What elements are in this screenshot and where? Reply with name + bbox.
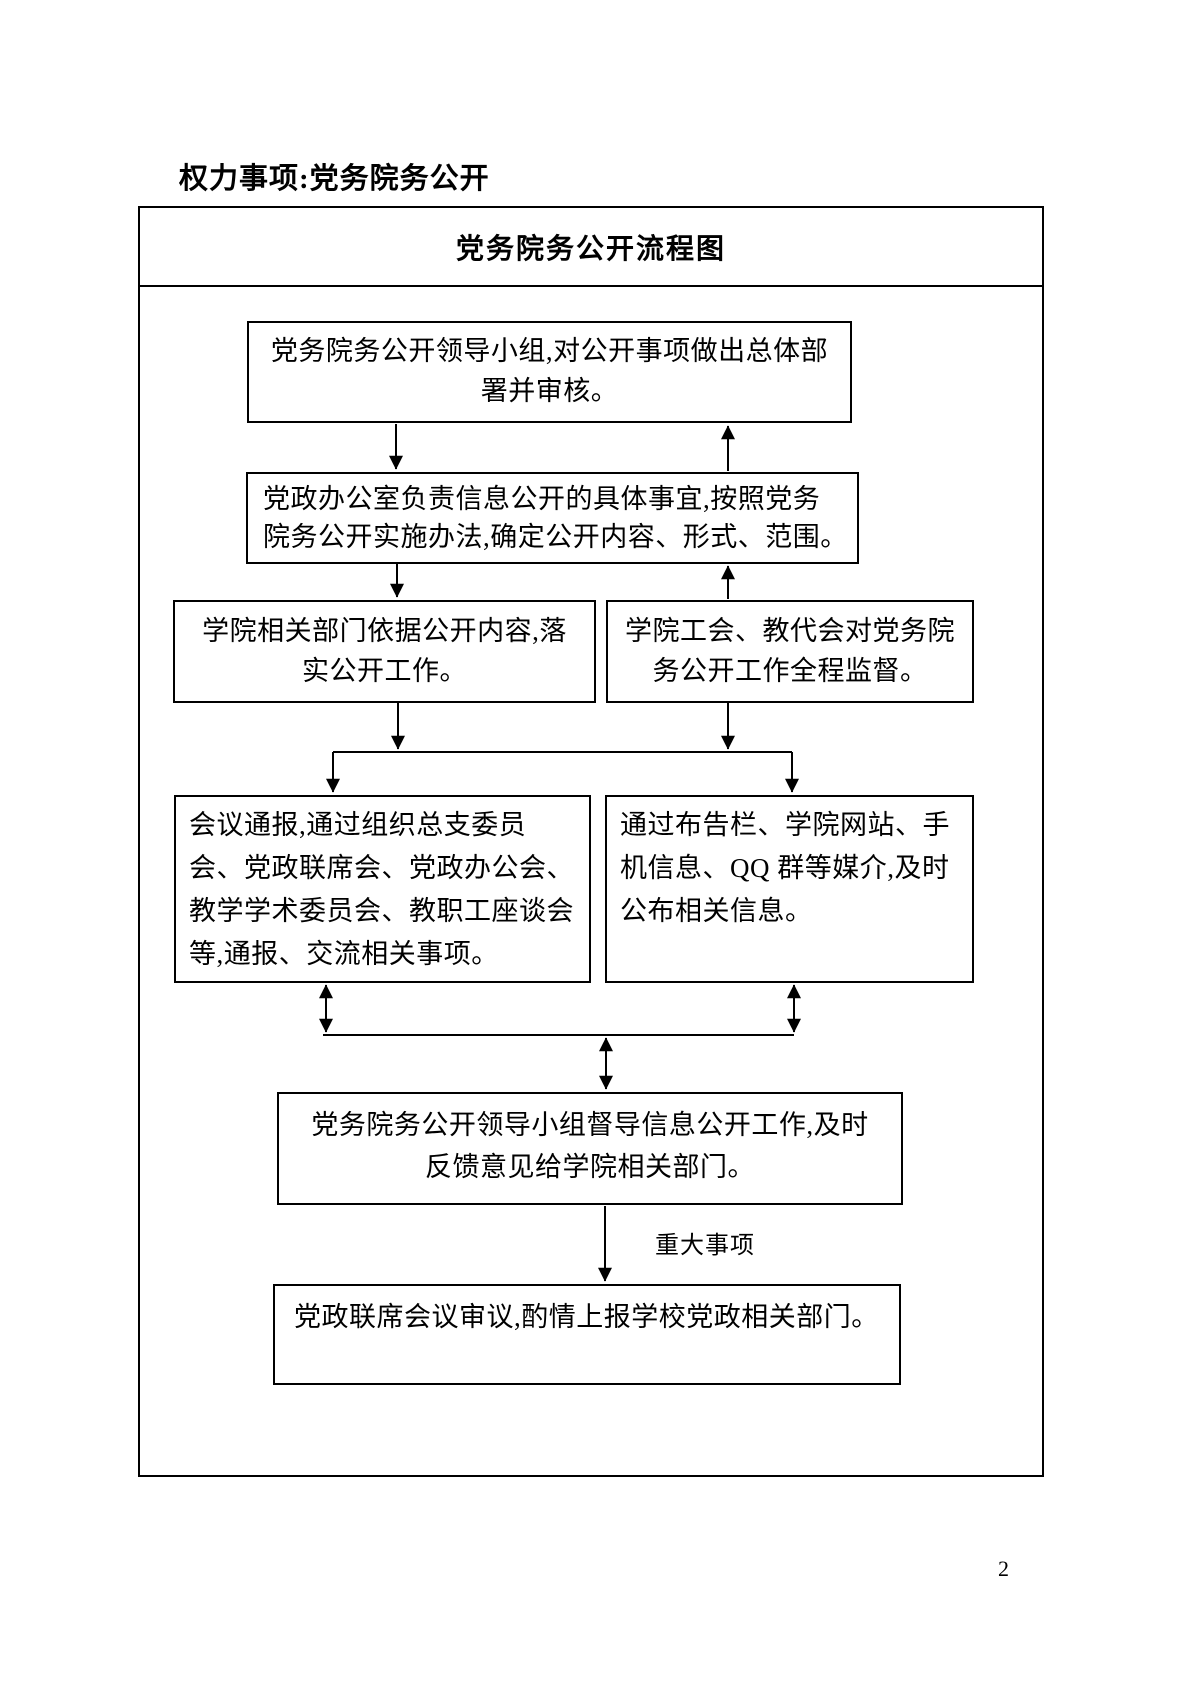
node-union-congress: 学院工会、教代会对党务院 务公开工作全程监督。 bbox=[606, 600, 974, 703]
flowchart-frame: 党务院务公开流程图 bbox=[138, 206, 1044, 1477]
page-heading: 权力事项:党务院务公开 bbox=[179, 163, 490, 195]
edge-label-major-matters: 重大事项 bbox=[655, 1233, 755, 1259]
node-meeting-report: 会议通报,通过组织总支委员 会、党政联席会、党政办公会、 教学学术委员会、教职工… bbox=[174, 795, 591, 983]
flowchart-title-row: 党务院务公开流程图 bbox=[140, 208, 1042, 287]
node-departments: 学院相关部门依据公开内容,落 实公开工作。 bbox=[173, 600, 596, 703]
node-media-release: 通过布告栏、学院网站、手 机信息、QQ 群等媒介,及时 公布相关信息。 bbox=[605, 795, 974, 983]
flowchart-title: 党务院务公开流程图 bbox=[455, 233, 726, 265]
node-office: 党政办公室负责信息公开的具体事宜,按照党务 院务公开实施办法,确定公开内容、形式… bbox=[246, 472, 859, 564]
node-leader-group: 党务院务公开领导小组,对公开事项做出总体部 署并审核。 bbox=[247, 321, 852, 423]
node-joint-review: 党政联席会议审议,酌情上报学校党政相关部门。 bbox=[273, 1284, 901, 1385]
page-number: 2 bbox=[998, 1556, 1009, 1581]
node-supervise-feedback: 党务院务公开领导小组督导信息公开工作,及时 反馈意见给学院相关部门。 bbox=[277, 1092, 903, 1205]
